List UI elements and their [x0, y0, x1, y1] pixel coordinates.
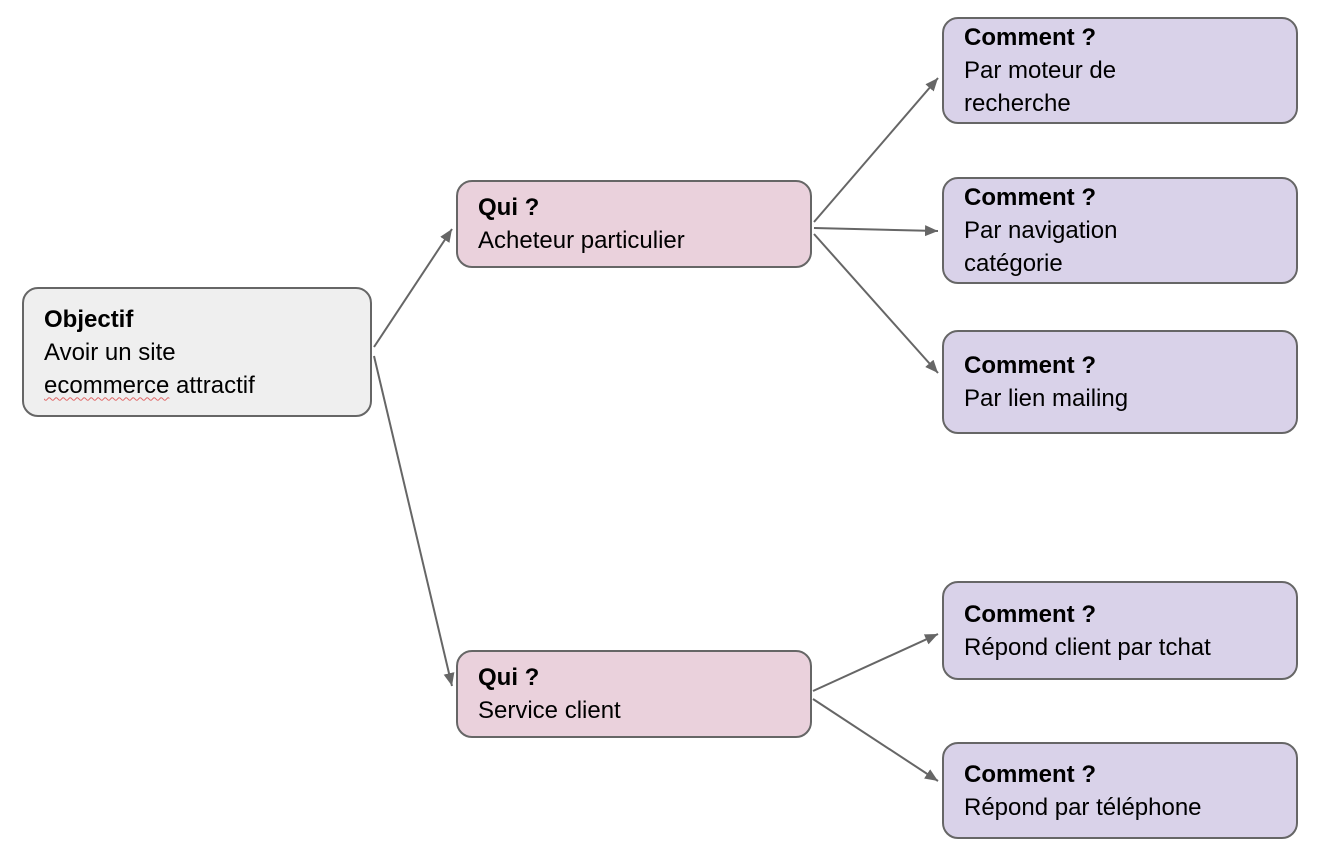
node-comment-telephone-body: Répond par téléphone	[964, 793, 1202, 821]
node-comment-telephone-title: Comment ?	[964, 760, 1096, 788]
node-qui-service-body: Service client	[478, 697, 621, 724]
node-comment-navigation-body-line1: Par navigation	[964, 217, 1118, 244]
arrow-qui-service-to-comment-tchat	[812, 633, 939, 692]
node-comment-navigation-title: Comment ?	[964, 184, 1096, 211]
arrow-objectif-to-qui-service	[373, 355, 455, 687]
arrow-objectif-to-qui-acheteur	[373, 228, 453, 348]
node-comment-moteur-body-line1: Par moteur de	[964, 57, 1117, 84]
node-comment-mailing-title: Comment ?	[964, 352, 1096, 379]
arrow-qui-service-to-comment-telephone	[812, 698, 939, 782]
node-objectif-body-line1: Avoir un site	[44, 338, 176, 366]
node-objectif-title: Objectif	[44, 305, 134, 333]
node-qui-service[interactable]: Qui ? Service client	[456, 650, 812, 738]
node-comment-moteur-body-line2: recherche	[964, 90, 1071, 117]
arrow-qui-acheteur-to-comment-mailing	[813, 233, 939, 374]
node-comment-tchat-body: Répond client par tchat	[964, 633, 1211, 661]
node-qui-acheteur[interactable]: Qui ? Acheteur particulier	[456, 180, 812, 268]
node-comment-mailing[interactable]: Comment ? Par lien mailing	[942, 330, 1298, 434]
node-comment-tchat[interactable]: Comment ? Répond client par tchat	[942, 581, 1298, 680]
node-comment-mailing-body: Par lien mailing	[964, 385, 1129, 412]
node-qui-acheteur-title: Qui ?	[478, 194, 540, 221]
node-objectif[interactable]: Objectif Avoir un site ecommerce attract…	[22, 287, 372, 417]
node-qui-service-title: Qui ?	[478, 664, 540, 691]
arrow-qui-acheteur-to-comment-navigation	[813, 225, 939, 237]
node-comment-navigation-body-line2: catégorie	[964, 250, 1063, 277]
arrow-qui-acheteur-to-comment-moteur	[813, 77, 939, 223]
node-objectif-body-line2-rest: attractif	[169, 371, 255, 399]
node-objectif-body-line2: ecommerce attractif	[44, 369, 356, 402]
node-comment-moteur[interactable]: Comment ? Par moteur de recherche	[942, 17, 1298, 124]
node-qui-acheteur-body: Acheteur particulier	[478, 227, 685, 254]
node-comment-moteur-title: Comment ?	[964, 24, 1096, 51]
node-comment-navigation[interactable]: Comment ? Par navigation catégorie	[942, 177, 1298, 284]
misspelled-word: ecommerce	[44, 371, 170, 399]
node-comment-tchat-title: Comment ?	[964, 600, 1096, 628]
node-comment-telephone[interactable]: Comment ? Répond par téléphone	[942, 742, 1298, 839]
